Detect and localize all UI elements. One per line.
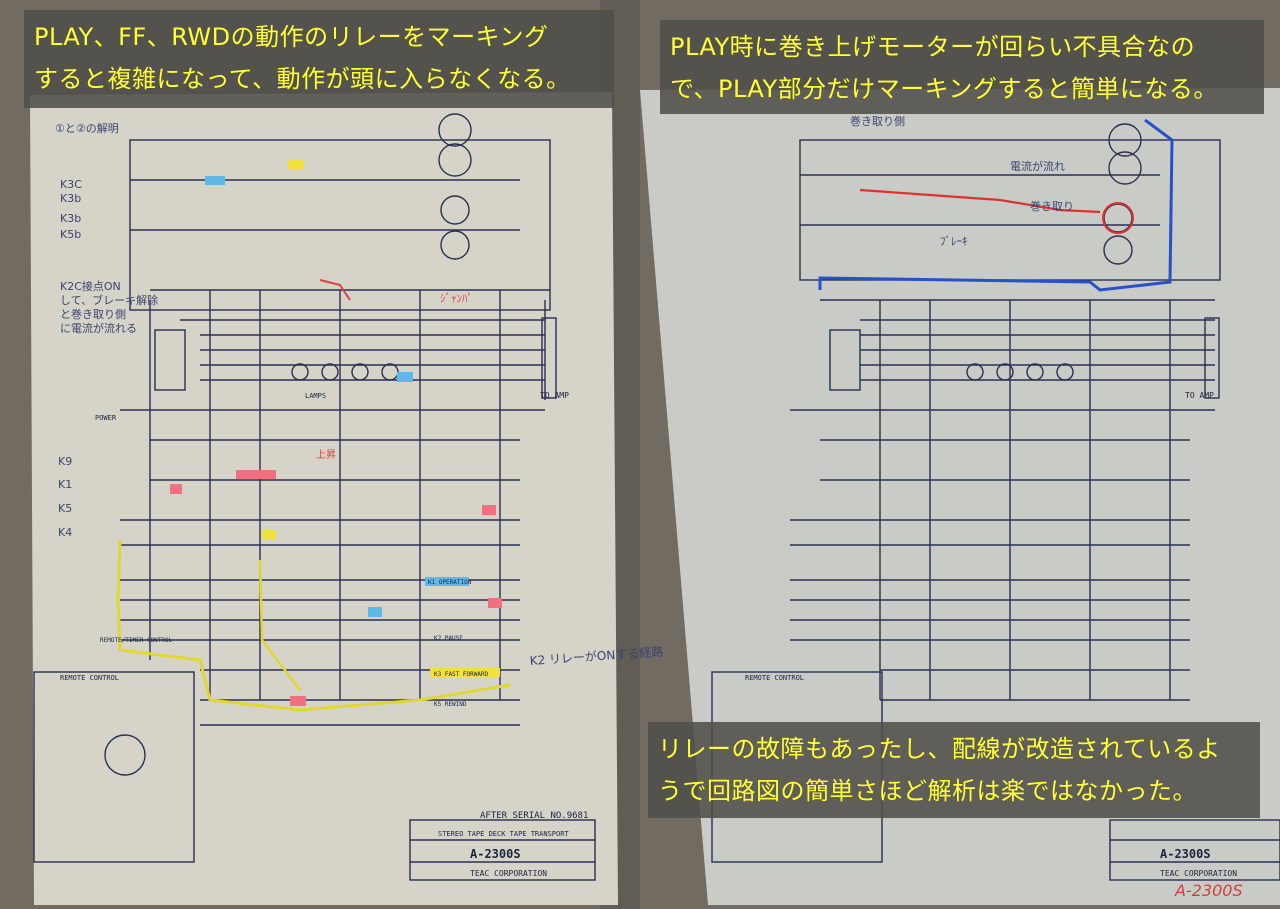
caption-right-line1: PLAY時に巻き上げモーターが回らい不具合なの [670, 33, 1196, 61]
right-title-model: A-2300S [1160, 847, 1211, 861]
left-serial-note: AFTER SERIAL NO.9681 [480, 811, 588, 821]
right-handwritten-model: A-2300S [1174, 881, 1243, 900]
svg-text:電流が流れ: 電流が流れ [1010, 159, 1065, 173]
svg-text:K5b: K5b [60, 228, 81, 241]
caption-left: PLAY、FF、RWDの動作のリレーをマーキング すると複雑になって、動作が頭に… [24, 10, 614, 108]
svg-text:上昇: 上昇 [316, 449, 336, 461]
svg-text:ｼﾞｬﾝﾊﾟ: ｼﾞｬﾝﾊﾟ [440, 292, 473, 305]
svg-text:に電流が流れる: に電流が流れる [60, 321, 137, 335]
left-title-name: STEREO TAPE DECK TAPE TRANSPORT [438, 830, 569, 838]
left-lamps-label: LAMPS [305, 392, 326, 400]
caption-left-line1: PLAY、FF、RWDの動作のリレーをマーキング [34, 23, 549, 51]
svg-text:K5: K5 [58, 502, 72, 515]
left-remote-label: REMOTE CONTROL [60, 674, 119, 682]
caption-right: PLAY時に巻き上げモーターが回らい不具合なの で、PLAY部分だけマーキングす… [660, 20, 1264, 114]
caption-bottom-line2: うで回路図の簡単さほど解析は楽ではなかった。 [658, 777, 1197, 805]
left-schematic-sheet: 上昇 ｼﾞｬﾝﾊﾟ ①と②の解明 K3C K3b K3b K5b K2C接点ON… [30, 92, 664, 905]
left-pause: K2 PAUSE [434, 635, 463, 642]
svg-text:K4: K4 [58, 526, 72, 539]
caption-bottom: リレーの故障もあったし、配線が改造されているよ うで回路図の簡単さほど解析は楽で… [648, 722, 1260, 818]
caption-left-line2: すると複雑になって、動作が頭に入らなくなる。 [34, 65, 571, 93]
right-to-amp: TO AMP [1185, 391, 1214, 400]
caption-right-line2: で、PLAY部分だけマーキングすると簡単になる。 [670, 75, 1218, 103]
svg-text:①と②の解明: ①と②の解明 [55, 121, 119, 135]
svg-text:K1: K1 [58, 478, 72, 491]
right-schematic-sheet: 巻き取り側 電流が流れ 巻き取り ﾌﾞﾚｰｷ TO AMP REMOTE CON… [640, 88, 1280, 905]
svg-text:巻き取り: 巻き取り [1030, 200, 1074, 213]
svg-text:して、ブレーキ解除: して、ブレーキ解除 [60, 293, 158, 307]
svg-text:ﾌﾞﾚｰｷ: ﾌﾞﾚｰｷ [940, 235, 968, 248]
right-company: TEAC CORPORATION [1160, 869, 1237, 878]
svg-text:K3b: K3b [60, 192, 81, 205]
left-remote-timer: REMOTE/TIMER CONTROL [100, 637, 173, 644]
left-to-amp: TO AMP [540, 391, 569, 400]
left-rewind: K5 REWIND [434, 701, 467, 708]
left-power-label: POWER [95, 414, 117, 422]
svg-text:K3C: K3C [60, 178, 82, 191]
right-remote-label: REMOTE CONTROL [745, 674, 804, 682]
left-fast-forward: K3 FAST FORWARD [434, 671, 489, 678]
svg-text:K3b: K3b [60, 212, 81, 225]
svg-text:K2C接点ON: K2C接点ON [60, 280, 121, 293]
svg-text:K9: K9 [58, 455, 72, 468]
caption-bottom-line1: リレーの故障もあったし、配線が改造されているよ [658, 735, 1221, 763]
left-company: TEAC CORPORATION [470, 869, 547, 878]
svg-text:と巻き取り側: と巻き取り側 [60, 308, 126, 321]
left-operation: K1 OPERATION [428, 579, 472, 586]
left-title-model: A-2300S [470, 847, 521, 861]
svg-text:巻き取り側: 巻き取り側 [850, 115, 905, 128]
